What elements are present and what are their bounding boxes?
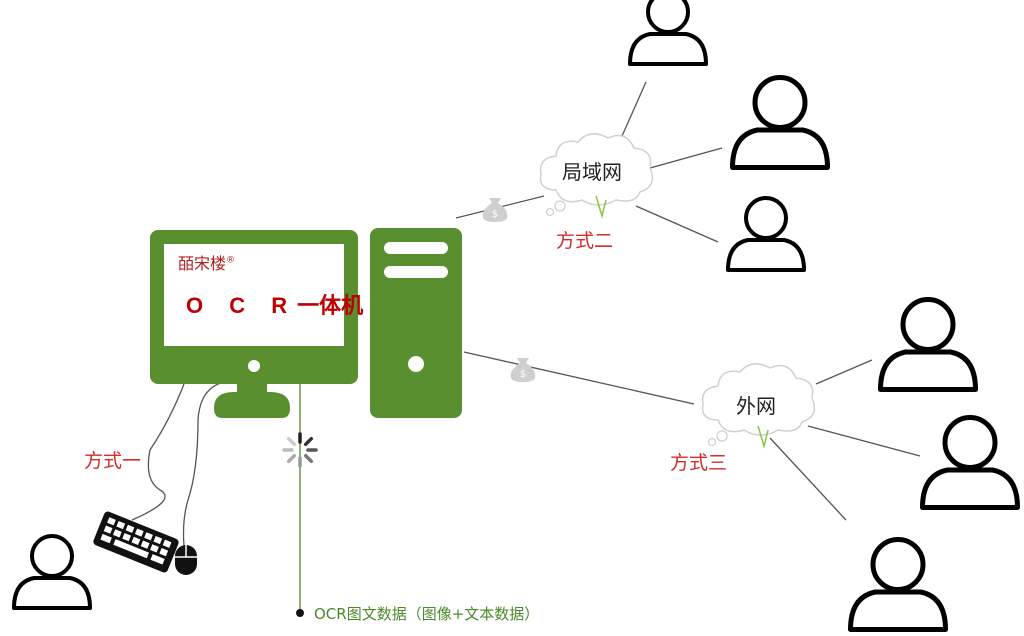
user-icon-lan-2 — [733, 78, 828, 168]
mouse-icon — [175, 545, 197, 575]
product-title: O C R一体机 — [186, 288, 363, 320]
brand-name: 皕宋楼 — [178, 254, 227, 273]
loading-spinner-icon — [282, 432, 318, 468]
user-icon-wan-3 — [851, 540, 946, 630]
money-bag-icon — [510, 358, 536, 382]
user-icon-lan-1 — [628, 0, 708, 66]
brand-label: 皕宋楼® — [178, 250, 235, 274]
connection-lines — [131, 81, 921, 547]
method-three-label: 方式三 — [670, 452, 728, 474]
product-suffix: 一体机 — [297, 294, 364, 319]
keyboard-icon — [93, 511, 179, 573]
cloud-label-wan: 外网 — [736, 394, 776, 418]
user-icon-wan-2 — [923, 418, 1018, 508]
ocr-output-dot — [296, 609, 304, 617]
method-two-label: 方式二 — [556, 230, 614, 252]
computer-tower-icon — [370, 228, 462, 418]
cloud-label-lan: 局域网 — [562, 160, 622, 184]
user-icon-wan-1 — [881, 300, 976, 390]
monitor-icon — [150, 230, 358, 418]
method-one-label: 方式一 — [84, 450, 142, 472]
ocr-output-label: OCR图文数据（图像+文本数据） — [314, 605, 540, 623]
money-bag-icon — [482, 198, 508, 222]
user-icon-local — [12, 534, 92, 610]
user-icon-lan-3 — [726, 196, 806, 272]
registered-mark: ® — [226, 255, 236, 266]
product-prefix: O C R — [186, 293, 298, 318]
